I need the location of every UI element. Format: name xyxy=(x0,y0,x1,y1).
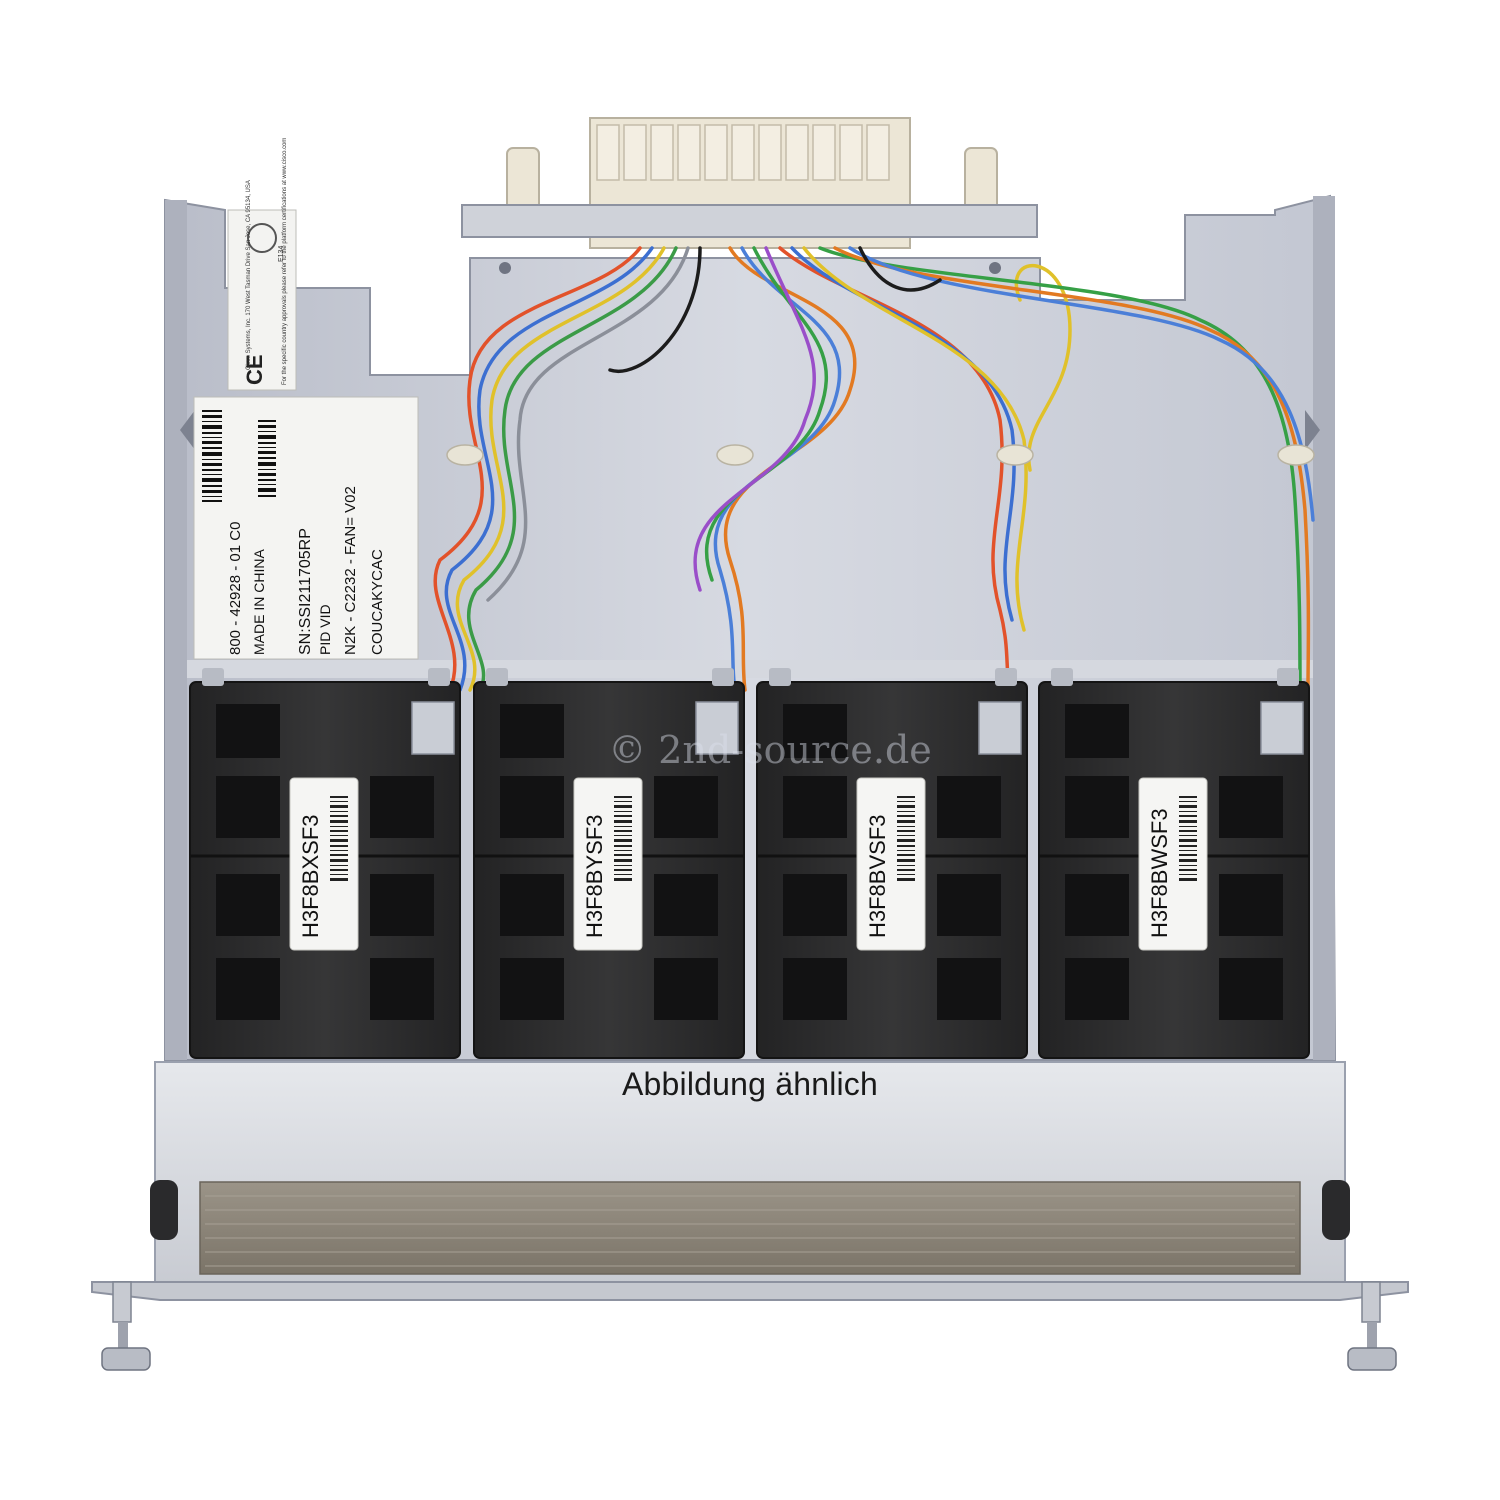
compliance-label: CE Cisco Systems, Inc. 170 West Tasman D… xyxy=(227,138,297,391)
pid-value: N2K - C2232 - FAN= V02 xyxy=(342,486,359,655)
image-caption: Abbildung ähnlich xyxy=(621,1066,879,1102)
cable-tie xyxy=(996,444,1034,466)
compliance-notice: For the specific country approvals pleas… xyxy=(282,138,288,385)
fan-serial-text: H3F8BVSF3 xyxy=(865,815,890,939)
right-arrow-mark xyxy=(1305,410,1320,450)
air-vent xyxy=(199,1181,1301,1275)
connector-post-right xyxy=(964,147,998,211)
label-code: COUCAKYCAC xyxy=(369,549,386,655)
barcode xyxy=(897,796,915,881)
cable-tie xyxy=(1277,444,1315,466)
connector-post-left xyxy=(506,147,540,211)
origin-text: MADE IN CHINA xyxy=(251,549,267,655)
left-arrow-mark xyxy=(180,410,195,450)
fan-clip xyxy=(1260,701,1304,755)
right-rail xyxy=(1313,196,1335,1060)
screw-hole xyxy=(499,262,511,274)
left-rail xyxy=(165,200,187,1060)
front-face-plate xyxy=(91,1061,1409,1301)
cable-tie xyxy=(716,444,754,466)
serial-number: SN:SSI211705RP xyxy=(297,528,314,655)
fan-unit: H3F8BWSF3 xyxy=(1038,668,1310,1059)
compliance-code: E134 xyxy=(278,246,285,262)
thumbscrew-right xyxy=(1347,1281,1397,1371)
barcode xyxy=(202,410,222,502)
barcode xyxy=(1179,796,1197,881)
fan-serial-text: H3F8BWSF3 xyxy=(1147,808,1172,938)
wire-harness xyxy=(433,246,1315,692)
fan-clip xyxy=(978,701,1022,755)
screw-hole xyxy=(989,262,1001,274)
part-number: 800 - 42928 - 01 C0 xyxy=(227,522,244,655)
fan-serial-text: H3F8BYSF3 xyxy=(582,815,607,939)
fan-ledge xyxy=(187,660,1313,678)
compliance-address: Cisco Systems, Inc. 170 West Tasman Driv… xyxy=(246,180,252,370)
fan-clip xyxy=(695,701,739,755)
barcode xyxy=(258,420,276,497)
power-connector xyxy=(461,117,1038,274)
fan-unit: H3F8BYSF3 xyxy=(473,668,745,1059)
product-label: 800 - 42928 - 01 C0 MADE IN CHINA SN:SSI… xyxy=(193,396,419,660)
cable-tie xyxy=(446,444,484,466)
fan-unit: H3F8BVSF3 xyxy=(756,668,1028,1059)
barcode xyxy=(614,796,632,881)
pid-vid-heading: PID VID xyxy=(317,604,333,655)
fan-clip xyxy=(411,701,455,755)
ce-mark: CE xyxy=(242,354,267,385)
certification-icon xyxy=(247,223,277,253)
fan-unit: H3F8BXSF3 xyxy=(189,668,461,1059)
fan-serial-text: H3F8BXSF3 xyxy=(298,815,323,939)
thumbscrew-left xyxy=(101,1281,151,1371)
barcode xyxy=(330,796,348,881)
